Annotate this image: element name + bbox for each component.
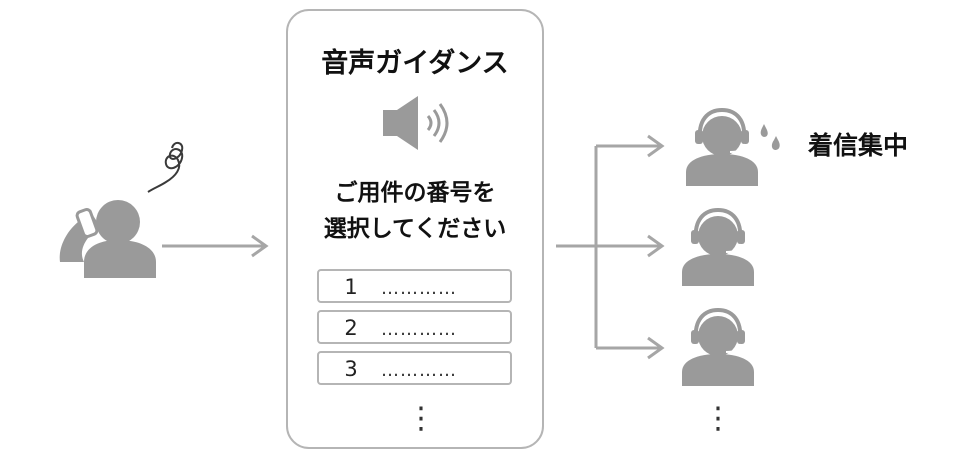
- operators-more-ellipsis: ⋮: [703, 401, 733, 436]
- caller-on-phone-icon: [59, 142, 184, 278]
- arrow-to-guidance: [162, 234, 269, 258]
- operator-1: [686, 107, 780, 186]
- operator-2: [682, 207, 754, 286]
- option-number: 1: [344, 275, 357, 299]
- options-more-ellipsis: ⋮: [406, 401, 436, 436]
- option-dots: …………: [381, 278, 457, 299]
- guidance-prompt-line1: ご用件の番号を: [335, 179, 496, 206]
- menu-option-3: 3 …………: [317, 351, 512, 385]
- menu-option-2: 2 …………: [317, 310, 512, 344]
- phone-handset: [75, 208, 99, 238]
- menu-option-1: 1 …………: [317, 269, 512, 303]
- busy-label: 着信集中: [807, 131, 908, 160]
- guidance-title: 音声ガイダンス: [321, 47, 508, 79]
- routing-arrows: [556, 134, 665, 360]
- option-dots: …………: [381, 319, 457, 340]
- headset-operator-icon: [686, 107, 758, 186]
- speaker-icon: [383, 96, 449, 150]
- guidance-prompt-line2: 選択してください: [324, 216, 507, 242]
- headset-operator-icon: [682, 207, 754, 286]
- operator-3: [682, 307, 754, 386]
- sweat-drops-icon: [760, 124, 780, 150]
- option-number: 3: [344, 357, 357, 381]
- guidance-panel: 音声ガイダンス ご用件の番号を 選択してください 1 ………… 2 ………… 3…: [286, 9, 544, 449]
- ringing-coil: [147, 142, 184, 193]
- option-number: 2: [344, 316, 357, 340]
- option-dots: …………: [381, 360, 457, 381]
- headset-operator-icon: [682, 307, 754, 386]
